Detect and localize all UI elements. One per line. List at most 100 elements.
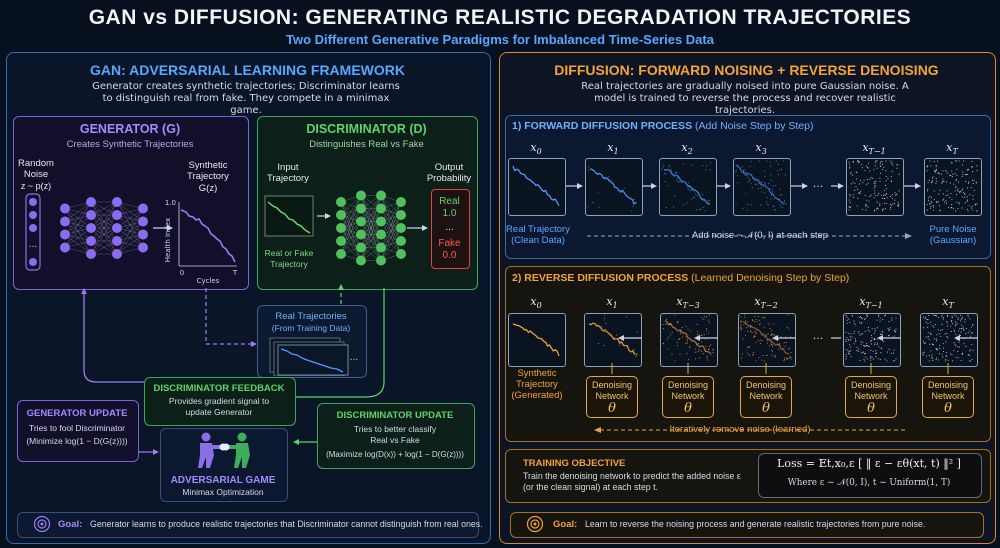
noise-dot — [665, 173, 667, 175]
noise-dot — [742, 207, 744, 209]
noise-dot — [931, 181, 933, 183]
noise-dot — [876, 167, 878, 169]
trajectory-line — [512, 165, 560, 207]
noise-dot — [962, 328, 964, 330]
noise-dot — [936, 334, 938, 336]
noise-dot — [862, 182, 864, 184]
noise-node — [29, 258, 37, 266]
noise-dot — [662, 324, 664, 326]
noise-dot — [927, 188, 929, 190]
noise-dot — [778, 348, 780, 350]
noise-dot — [680, 333, 682, 335]
noise-dot — [935, 338, 937, 340]
noise-dot — [889, 203, 891, 205]
noise-dot — [746, 327, 748, 329]
noise-dot — [926, 318, 928, 321]
arrow-head — [725, 183, 731, 189]
noise-dot — [675, 171, 677, 173]
noise-dot — [689, 347, 691, 349]
noise-dot — [712, 349, 714, 351]
noise-dot — [959, 191, 961, 193]
noise-dot — [957, 346, 959, 348]
noise-dot — [669, 324, 671, 326]
noise-dot — [737, 181, 739, 184]
noise-dot — [968, 205, 970, 207]
noise-dot — [666, 338, 668, 340]
noise-dot — [770, 179, 772, 181]
noise-dot — [687, 186, 689, 188]
noise-dot — [945, 200, 947, 202]
noise-dot — [971, 171, 974, 173]
noise-dot — [938, 205, 941, 207]
noise-dot — [922, 352, 924, 354]
noise-dot — [884, 197, 886, 200]
noise-dot — [966, 173, 968, 175]
noise-dot — [876, 201, 878, 203]
noise-dot — [758, 319, 760, 321]
network-edge — [64, 201, 92, 222]
noise-dot — [885, 175, 887, 177]
noise-dot — [705, 345, 707, 347]
noise-dot — [755, 333, 757, 335]
forward-middle-caption: Add noise ~ 𝒩(0, I) at each step — [691, 230, 829, 241]
noise-dot — [766, 334, 768, 336]
synthetic-label: Synthetic Trajectory — [187, 160, 229, 182]
denoising-label: Denoising Network — [850, 380, 892, 401]
noise-dot — [865, 205, 867, 207]
noise-dot — [961, 175, 963, 177]
noise-dot — [956, 193, 958, 196]
noise-dot — [931, 356, 933, 358]
noise-dot — [891, 317, 893, 319]
noise-dot — [845, 358, 847, 360]
noise-dot — [966, 196, 968, 198]
noise-dot — [631, 349, 634, 351]
noise-dot — [772, 191, 774, 193]
network-edge — [64, 214, 92, 248]
noise-dot — [759, 339, 761, 341]
noise-dot — [928, 343, 931, 345]
noise-dot — [953, 329, 955, 331]
noise-dot — [789, 355, 791, 357]
noise-dot — [744, 314, 746, 316]
noise-dot — [850, 183, 853, 185]
noise-dot — [973, 179, 975, 181]
noise-dot — [707, 348, 710, 350]
noise-dot — [679, 353, 681, 355]
discriminator-network-diagram — [264, 190, 428, 266]
noise-dot — [864, 352, 867, 355]
noise-dot — [681, 336, 684, 338]
noise-dot — [890, 206, 892, 208]
network-node — [376, 255, 386, 266]
noise-dot — [867, 167, 869, 169]
noise-dot — [880, 347, 882, 349]
noise-dot — [743, 316, 745, 319]
noise-dot — [764, 183, 766, 185]
noise-dot — [754, 335, 756, 337]
noise-dot — [863, 345, 865, 347]
noise-dot — [617, 190, 619, 192]
noise-dot — [944, 360, 946, 362]
noise-dot — [739, 168, 741, 170]
noise-dot — [600, 326, 602, 328]
noise-dot — [961, 353, 963, 355]
noise-dot — [745, 320, 747, 322]
noise-dot — [848, 339, 850, 341]
forward-thumb-plot — [512, 165, 560, 207]
noise-dot — [754, 315, 756, 317]
noise-dot — [603, 329, 605, 331]
noise-dot — [951, 360, 953, 362]
arrow-head — [877, 335, 883, 341]
noise-dot — [749, 330, 752, 332]
input-trajectory-label: Input Trajectory — [267, 162, 309, 184]
noise-dot — [934, 314, 936, 317]
noise-dot — [873, 197, 875, 199]
noise-dot — [967, 182, 969, 184]
noise-dot — [941, 316, 943, 318]
theta-symbol: θ — [608, 401, 616, 416]
noise-dot — [761, 332, 763, 335]
noise-dot — [967, 169, 969, 171]
noise-dot — [776, 170, 778, 172]
noise-dot — [766, 342, 768, 344]
noise-dot — [772, 194, 774, 196]
